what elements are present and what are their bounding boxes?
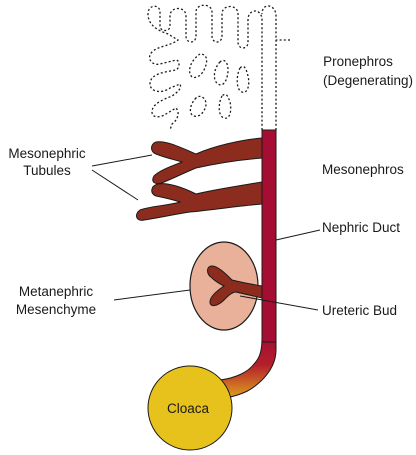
cloaca (147, 365, 233, 451)
mesonephric-tubule-lower (136, 181, 263, 221)
label-pronephros-status: (Degenerating) (323, 73, 413, 88)
pronephros-dotted-outline (147, 4, 290, 131)
leader-nephric-duct (275, 229, 321, 241)
label-metanephric-mesenchyme: Metanephric (19, 284, 94, 299)
nephric-duct (261, 129, 277, 343)
leader-lines (91, 154, 321, 311)
label-pronephros: Pronephros (323, 54, 393, 69)
label-nephric-duct: Nephric Duct (322, 220, 400, 235)
ureteric-bud (207, 265, 263, 307)
leader-ureteric-bud (239, 295, 319, 311)
leader-tubules-upper (91, 154, 153, 167)
mesonephric-tubule-upper (151, 137, 263, 185)
leader-tubules-lower (91, 169, 139, 201)
label-mesonephros: Mesonephros (322, 162, 404, 177)
label-mesonephric-tubules-line2: Tubules (23, 163, 71, 178)
label-cloaca: Cloaca (167, 401, 210, 416)
label-mesonephric-tubules: Mesonephric (8, 146, 86, 161)
label-metanephric-mesenchyme-line2: Mesenchyme (16, 302, 96, 317)
nephric-duct-lower-bend (219, 337, 277, 399)
leader-metanephric (113, 289, 191, 301)
label-ureteric-bud: Ureteric Bud (322, 303, 397, 318)
